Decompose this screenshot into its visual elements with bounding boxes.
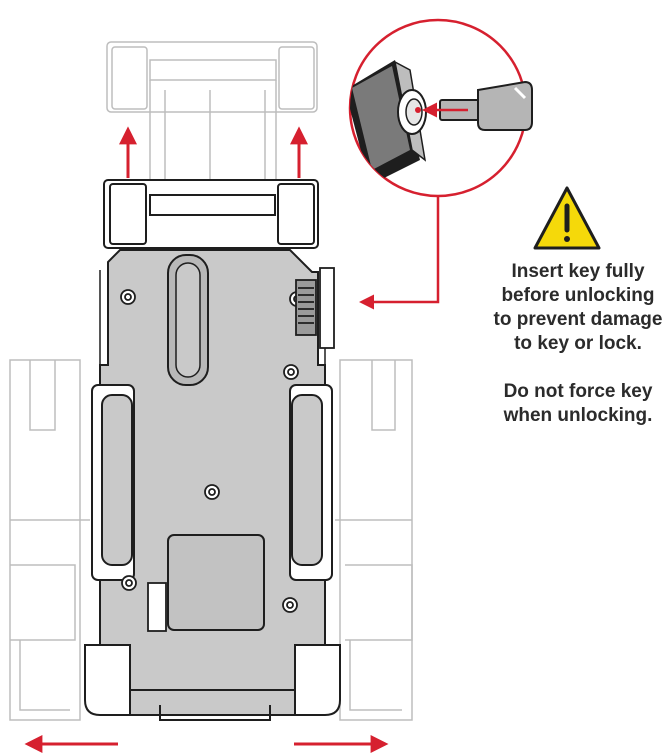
warning-line: to key or lock. <box>514 333 642 354</box>
warning-line: before unlocking <box>501 285 655 306</box>
lock-cylinder-icon <box>295 267 335 349</box>
ghost-top-bracket <box>106 41 318 180</box>
left-slider <box>91 384 135 581</box>
ghost-right-arm <box>335 359 413 721</box>
bottom-bracket <box>84 644 341 721</box>
warning-message: Insert key fully before unlocking to pre… <box>488 260 663 428</box>
ghost-left-arm <box>9 359 90 721</box>
top-bracket <box>103 179 319 249</box>
caution-line: when unlocking. <box>503 405 653 426</box>
warning-triangle-icon <box>533 186 601 250</box>
small-button <box>147 582 167 632</box>
right-slider <box>289 384 333 581</box>
caution-line: Do not force key <box>503 381 653 402</box>
bottom-panel <box>167 534 265 631</box>
warning-line: Insert key fully <box>511 261 645 282</box>
warning-line: to prevent damage <box>493 309 663 330</box>
callout-connector <box>359 196 440 310</box>
detail-callout <box>348 18 533 198</box>
